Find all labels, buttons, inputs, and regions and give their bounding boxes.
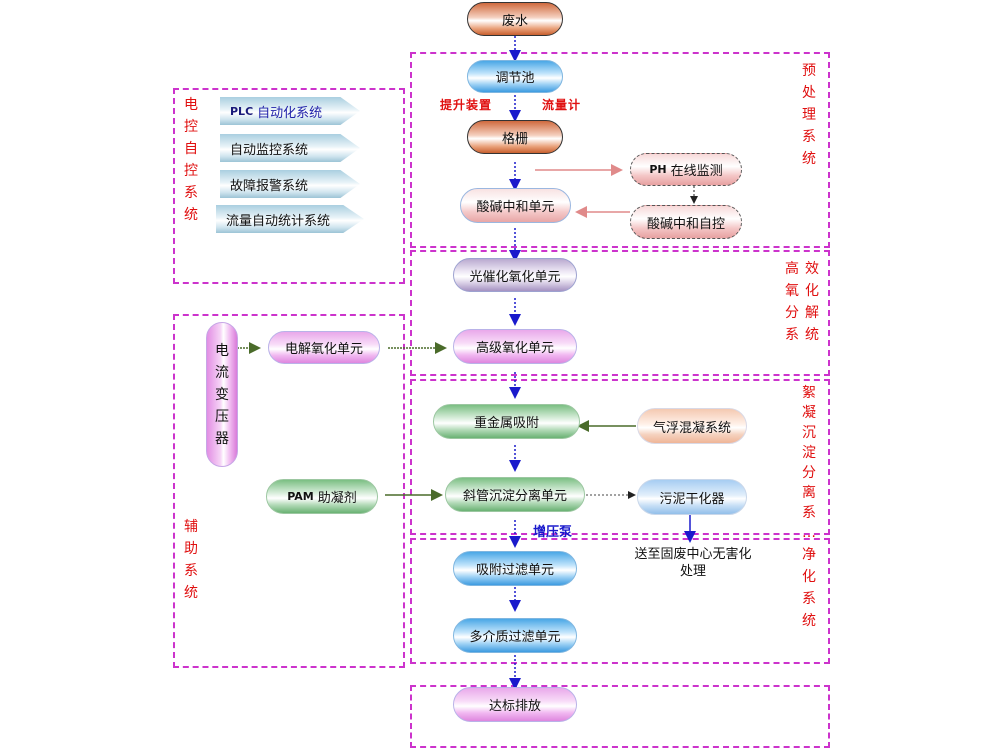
ph-prefix: PH [649,163,667,176]
label-char: 统 [184,585,198,601]
label-char: 统 [802,151,816,167]
auto-monitoring-label: 自动监控系统 [230,142,309,158]
label-char: 沉 [802,425,816,441]
plc-label: 自动化系统 [257,105,323,121]
plc-automation-tag[interactable]: PLC 自动化系统 [220,97,360,125]
grille-node[interactable]: 格栅 [467,120,563,154]
label-char: 辅 [184,519,198,535]
transformer-char: 压 [215,408,229,425]
regulating-tank-node[interactable]: 调节池 [467,60,563,93]
label-char: 凝 [802,405,816,421]
title-char: 统 [184,207,198,223]
ph-monitor-label: 在线监测 [670,164,723,179]
air-flotation-node[interactable]: 气浮混凝系统 [637,408,747,444]
discharge-frame [410,685,830,748]
solid-waste-note-line1: 送至固废中心无害化 [634,547,752,562]
advanced-oxidation-node[interactable]: 高级氧化单元 [453,329,577,364]
auto-monitoring-tag[interactable]: 自动监控系统 [220,134,360,162]
photocatalytic-oxidation-node[interactable]: 光催化氧化单元 [453,258,577,292]
current-transformer-node[interactable]: 电 流 变 压 器 [206,322,238,467]
transformer-char: 电 [215,342,229,359]
label-char: 系 [785,327,799,343]
title-char: 控 [184,163,198,179]
wastewater-node[interactable]: 废水 [467,2,563,36]
label-char: 絮 [802,385,816,401]
label-char: 助 [184,541,198,557]
flow-statistics-tag[interactable]: 流量自动统计系统 [216,205,364,233]
solid-waste-note: 送至固废中心无害化 处理 [623,546,763,580]
label-char: 净 [802,547,816,563]
transformer-char: 变 [215,386,229,403]
label-char: 分 [785,305,799,321]
booster-pump-label: 增压泵 [533,525,573,540]
transformer-char: 器 [215,430,229,447]
label-char: 离 [802,485,816,501]
plc-prefix: PLC [230,104,254,118]
label-char: … [802,525,816,541]
fault-alarm-label: 故障报警系统 [230,178,309,194]
title-char: 控 [184,119,198,135]
control-system-frame [173,88,405,284]
label-char: 效 [805,261,819,277]
label-char: 淀 [802,445,816,461]
label-char: 分 [802,465,816,481]
label-char: 理 [802,107,816,123]
label-char: 统 [802,613,816,629]
label-char: 系 [802,129,816,145]
pam-label: 助凝剂 [317,491,357,506]
solid-waste-note-line2: 处理 [679,564,706,579]
label-char: 系 [802,591,816,607]
transformer-char: 流 [215,364,229,381]
heavy-metal-adsorption-node[interactable]: 重金属吸附 [433,404,580,439]
purification-label: 净 化 系 统 [800,544,818,632]
label-char: 化 [805,283,819,299]
inclined-tube-sedimentation-node[interactable]: 斜管沉淀分离单元 [445,477,585,512]
lifting-device-label: 提升装置 [440,98,493,112]
oxidation-label: 高 效 氧 化 分 解 系 统 [785,258,823,346]
purification-system-frame [410,538,830,664]
control-system-title: 电 控 自 控 系 统 [182,94,200,226]
fault-alarm-tag[interactable]: 故障报警系统 [220,170,360,198]
label-char: 系 [184,563,198,579]
sludge-dryer-node[interactable]: 污泥干化器 [637,479,747,515]
label-char: 统 [805,327,819,343]
multimedia-filter-node[interactable]: 多介质过滤单元 [453,618,577,653]
title-char: 自 [184,141,198,157]
label-char: 氧 [785,283,799,299]
electrolysis-oxidation-node[interactable]: 电解氧化单元 [268,331,380,364]
pam-coagulant-node[interactable]: PAM 助凝剂 [266,479,378,514]
pretreatment-label: 预 处 理 系 统 [800,60,818,170]
label-char: 预 [802,63,816,79]
auxiliary-label: 辅 助 系 统 [182,516,200,604]
title-char: 系 [184,185,198,201]
acid-base-autocontrol-node[interactable]: 酸碱中和自控 [630,205,742,239]
flowmeter-label: 流量计 [542,98,582,112]
flocculation-system-frame [410,379,830,535]
label-char: 化 [802,569,816,585]
adsorption-filter-node[interactable]: 吸附过滤单元 [453,551,577,586]
title-char: 电 [184,97,198,113]
flocculation-label: 絮 凝 沉 淀 分 离 系 … [800,383,818,543]
acid-base-neutralization-node[interactable]: 酸碱中和单元 [460,188,571,223]
label-char: 高 [785,261,799,277]
pam-prefix: PAM [287,490,314,503]
flow-statistics-label: 流量自动统计系统 [226,213,331,229]
label-char: 系 [802,505,816,521]
ph-online-monitor-node[interactable]: PH 在线监测 [630,153,742,186]
pretreatment-system-frame [410,52,830,248]
label-char: 处 [802,85,816,101]
auxiliary-system-frame [173,314,405,668]
label-char: 解 [805,305,819,321]
oxidation-system-frame [410,250,830,376]
discharge-node[interactable]: 达标排放 [453,687,577,722]
